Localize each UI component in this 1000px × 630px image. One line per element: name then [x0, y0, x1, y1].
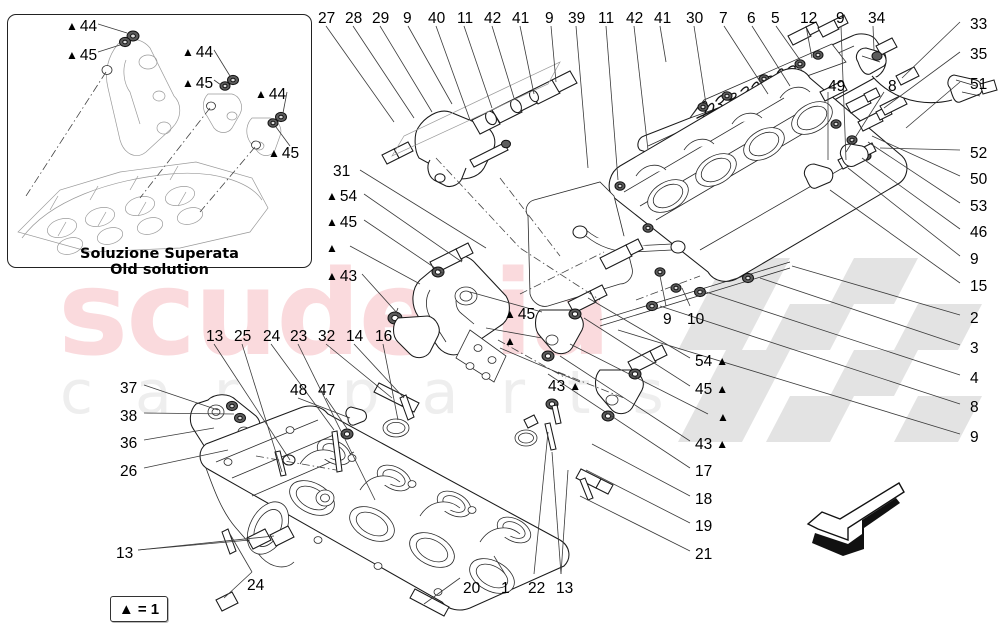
- callout-19[interactable]: 19: [695, 518, 713, 535]
- callout-30[interactable]: 30: [686, 10, 704, 27]
- callout-3[interactable]: 3: [970, 340, 979, 357]
- callout-45-left[interactable]: 45: [326, 215, 357, 231]
- callout-33[interactable]: 33: [970, 16, 988, 33]
- inset-callout-45-b[interactable]: 45: [182, 76, 213, 92]
- callout-27[interactable]: 27: [318, 10, 336, 27]
- callout-34[interactable]: 34: [868, 10, 886, 27]
- callout-40[interactable]: 40: [428, 10, 446, 27]
- callout-12[interactable]: 12: [800, 10, 818, 27]
- callout-43-left[interactable]: 43: [326, 269, 357, 285]
- callout-24-bottom[interactable]: 24: [247, 577, 265, 594]
- callout-51[interactable]: 51: [970, 76, 988, 93]
- old-solution-inset-box: [7, 14, 312, 268]
- callout-39[interactable]: 39: [568, 10, 586, 27]
- callout-14[interactable]: 14: [346, 328, 364, 345]
- callout-36[interactable]: 36: [120, 435, 138, 452]
- callout-26[interactable]: 26: [120, 463, 138, 480]
- callout-9-right-b[interactable]: 9: [970, 429, 979, 446]
- callout-41-a[interactable]: 41: [512, 10, 530, 27]
- callout-25[interactable]: 25: [234, 328, 252, 345]
- callout-45-mid[interactable]: 45: [504, 307, 535, 323]
- inset-callout-45-a[interactable]: 45: [66, 48, 97, 64]
- callout-29[interactable]: 29: [372, 10, 390, 27]
- loose-fasteners: [215, 382, 614, 617]
- callout-9-top-c[interactable]: 9: [836, 10, 845, 27]
- cylinder-head-upper: [525, 37, 998, 307]
- callout-triangle-right[interactable]: [713, 410, 729, 426]
- vvt-actuator-assembly: [381, 61, 578, 188]
- callout-24-row[interactable]: 24: [263, 328, 281, 345]
- callout-17[interactable]: 17: [695, 463, 713, 480]
- callout-5[interactable]: 5: [771, 10, 780, 27]
- inset-callout-44-b[interactable]: 44: [182, 45, 213, 61]
- callout-21[interactable]: 21: [695, 546, 713, 563]
- callout-10[interactable]: 10: [687, 311, 705, 328]
- callout-42-b[interactable]: 42: [626, 10, 644, 27]
- callout-7[interactable]: 7: [719, 10, 728, 27]
- callout-22[interactable]: 22: [528, 580, 546, 597]
- callout-32[interactable]: 32: [318, 328, 336, 345]
- callout-49[interactable]: 49: [828, 78, 846, 95]
- inset-caption-it: Soluzione Superata: [80, 246, 239, 262]
- callout-9-top-a[interactable]: 9: [403, 10, 412, 27]
- callout-13-row[interactable]: 13: [206, 328, 224, 345]
- callout-28[interactable]: 28: [345, 10, 363, 27]
- callout-18[interactable]: 18: [695, 491, 713, 508]
- callout-35[interactable]: 35: [970, 46, 988, 63]
- cam-bearing-caps: [387, 225, 791, 422]
- callout-42-a[interactable]: 42: [484, 10, 502, 27]
- callout-triangle-mid[interactable]: [504, 334, 518, 350]
- callout-8-inner[interactable]: 8: [888, 78, 897, 95]
- callout-23[interactable]: 23: [290, 328, 308, 345]
- callout-11-b[interactable]: 11: [598, 10, 615, 27]
- callout-48[interactable]: 48: [290, 382, 308, 399]
- callout-triangle-left[interactable]: [326, 241, 340, 257]
- inset-callout-44-c[interactable]: 44: [255, 87, 286, 103]
- callout-20[interactable]: 20: [463, 580, 481, 597]
- callout-54-right[interactable]: 54: [695, 354, 728, 370]
- callout-31[interactable]: 31: [333, 163, 351, 180]
- callout-13-left[interactable]: 13: [116, 545, 134, 562]
- inset-caption: Soluzione Superata Old solution: [7, 246, 312, 278]
- callout-1[interactable]: 1: [501, 580, 510, 597]
- callout-43-mid[interactable]: 43: [548, 379, 581, 395]
- callout-11-a[interactable]: 11: [457, 10, 474, 27]
- callout-4[interactable]: 4: [970, 370, 979, 387]
- callout-9-inner[interactable]: 9: [663, 311, 672, 328]
- callout-47[interactable]: 47: [318, 382, 336, 399]
- callout-52[interactable]: 52: [970, 145, 988, 162]
- inset-callout-45-c[interactable]: 45: [268, 146, 299, 162]
- callout-41-b[interactable]: 41: [654, 10, 672, 27]
- callout-37[interactable]: 37: [120, 380, 138, 397]
- callout-13-bottom[interactable]: 13: [556, 580, 574, 597]
- callout-9-right-a[interactable]: 9: [970, 251, 979, 268]
- callout-46[interactable]: 46: [970, 224, 988, 241]
- callout-45-right[interactable]: 45: [695, 382, 728, 398]
- callout-9-top-b[interactable]: 9: [545, 10, 554, 27]
- callout-38[interactable]: 38: [120, 408, 138, 425]
- leader-lines: [137, 21, 961, 605]
- callout-15[interactable]: 15: [970, 278, 988, 295]
- callout-6[interactable]: 6: [747, 10, 756, 27]
- callout-54-left[interactable]: 54: [326, 189, 357, 205]
- callout-53[interactable]: 53: [970, 198, 988, 215]
- inset-callout-44-a[interactable]: 44: [66, 19, 97, 35]
- callout-2[interactable]: 2: [970, 310, 979, 327]
- callout-8-right[interactable]: 8: [970, 399, 979, 416]
- callout-50[interactable]: 50: [970, 171, 988, 188]
- callout-16[interactable]: 16: [375, 328, 393, 345]
- direction-arrow: [806, 482, 905, 556]
- triangle-equals-one-legend: ▲ = 1: [110, 596, 168, 622]
- callout-43-right[interactable]: 43: [695, 437, 728, 453]
- inset-caption-en: Old solution: [110, 262, 209, 278]
- sensor-connector: [855, 47, 998, 104]
